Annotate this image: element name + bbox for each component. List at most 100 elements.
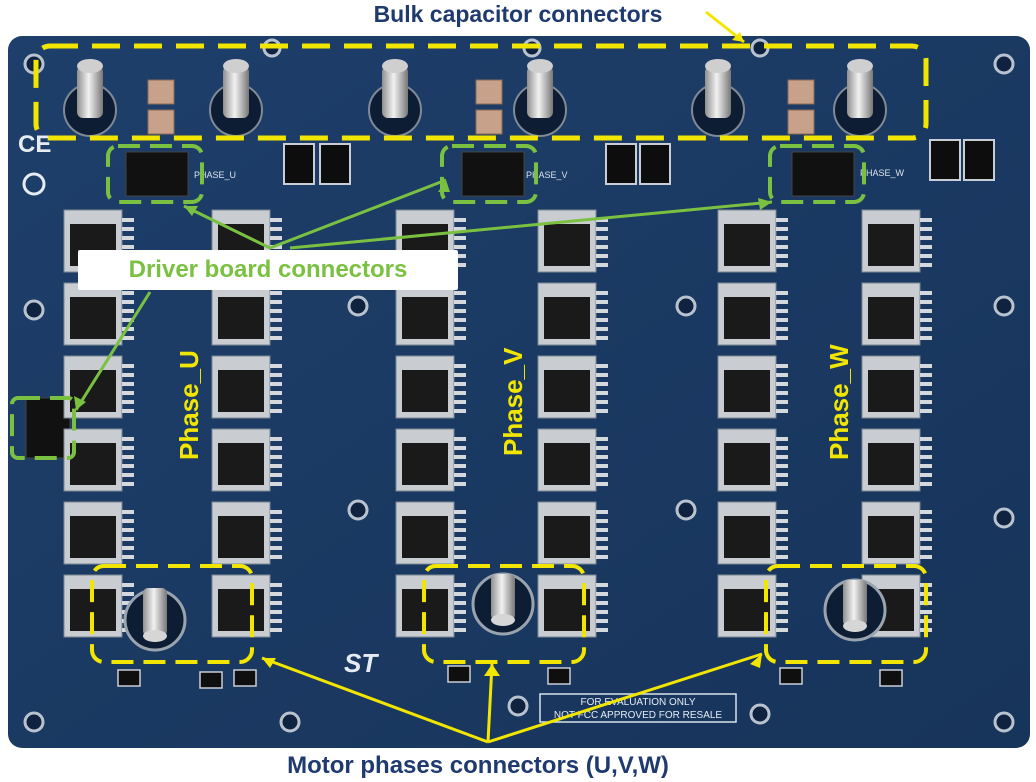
mosfet-pin bbox=[122, 391, 134, 395]
mosfet-pin bbox=[596, 592, 608, 596]
motor-arrowheads bbox=[262, 32, 762, 676]
mosfet-pin bbox=[270, 336, 282, 340]
mosfet-body bbox=[218, 443, 264, 485]
eval-notice-line2: NOT FCC APPROVED FOR RESALE bbox=[554, 710, 723, 721]
mosfet-pin bbox=[776, 628, 788, 632]
mosfet-pin bbox=[920, 555, 932, 559]
mosfet-pin bbox=[920, 519, 932, 523]
mosfet-body bbox=[70, 297, 116, 339]
mosfet-pin bbox=[776, 592, 788, 596]
silk-phase-u: PHASE_U bbox=[194, 170, 236, 180]
driver-headers bbox=[25, 151, 855, 459]
mosfet-pin bbox=[270, 446, 282, 450]
mosfet-pin bbox=[454, 309, 466, 313]
mosfet-pin bbox=[596, 519, 608, 523]
mosfet-pin bbox=[776, 546, 788, 550]
mosfet-pin bbox=[596, 437, 608, 441]
mosfet-pin bbox=[776, 364, 788, 368]
mosfet-pin bbox=[454, 619, 466, 623]
mosfet-pin bbox=[596, 382, 608, 386]
mosfet-pin bbox=[122, 473, 134, 477]
mosfet-pin bbox=[270, 610, 282, 614]
mosfet-pin bbox=[776, 555, 788, 559]
mosfet-pin bbox=[122, 601, 134, 605]
mosfet-pin bbox=[776, 300, 788, 304]
mosfet-pin bbox=[776, 583, 788, 587]
mosfet-pin bbox=[270, 291, 282, 295]
mosfet-pin bbox=[776, 409, 788, 413]
driver-w-highlight bbox=[768, 144, 866, 204]
mosfet-pin bbox=[270, 400, 282, 404]
mosfet-pin bbox=[122, 336, 134, 340]
mosfet-pin bbox=[776, 336, 788, 340]
mosfet-body bbox=[724, 370, 770, 412]
mosfet-pin bbox=[122, 519, 134, 523]
mosfet-pin bbox=[454, 455, 466, 459]
mosfet-pin bbox=[776, 391, 788, 395]
mosfet-pin bbox=[920, 236, 932, 240]
mosfet-body bbox=[868, 443, 914, 485]
mosfet-pin bbox=[454, 464, 466, 468]
mosfet-body bbox=[70, 443, 116, 485]
mosfet-pin bbox=[920, 318, 932, 322]
mosfet-body bbox=[218, 516, 264, 558]
mosfet-pin bbox=[454, 227, 466, 231]
mosfet-pin bbox=[454, 327, 466, 331]
mosfet-pin bbox=[454, 409, 466, 413]
mosfet-pin bbox=[920, 409, 932, 413]
mosfet-pin bbox=[920, 400, 932, 404]
mosfet-pin bbox=[596, 546, 608, 550]
mosfet-pin bbox=[596, 236, 608, 240]
bulk-capacitor-label: Bulk capacitor connectors bbox=[373, 1, 663, 27]
mosfet-pin bbox=[776, 263, 788, 267]
mosfet-pin bbox=[270, 583, 282, 587]
mosfet-pin bbox=[122, 400, 134, 404]
mosfet-pin bbox=[454, 382, 466, 386]
mosfet-pin bbox=[776, 464, 788, 468]
mosfet-pin bbox=[920, 327, 932, 331]
mosfet-pin bbox=[596, 537, 608, 541]
mosfet-pin bbox=[270, 409, 282, 413]
mosfet-pin bbox=[776, 473, 788, 477]
st-logo: ST bbox=[344, 648, 379, 678]
mosfet-pin bbox=[270, 464, 282, 468]
phase-w-label: Phase_W bbox=[824, 344, 854, 460]
mosfet-pin bbox=[920, 300, 932, 304]
bulk-capacitor-bolts bbox=[63, 59, 887, 137]
mosfet-body bbox=[868, 297, 914, 339]
mosfet-pin bbox=[596, 227, 608, 231]
mosfet-pin bbox=[920, 455, 932, 459]
mosfet-pin bbox=[920, 336, 932, 340]
driver-board-label: Driver board connectors bbox=[78, 250, 458, 290]
mosfet-pin bbox=[270, 473, 282, 477]
eval-notice-line1: FOR EVALUATION ONLY bbox=[580, 697, 695, 708]
mosfet-pin bbox=[270, 601, 282, 605]
mosfet-pin bbox=[920, 610, 932, 614]
mosfet-pin bbox=[454, 583, 466, 587]
mosfet-pin bbox=[596, 510, 608, 514]
mosfet-pin bbox=[776, 619, 788, 623]
motor-phases-label: Motor phases connectors (U,V,W) bbox=[287, 752, 669, 779]
mosfet-pin bbox=[776, 382, 788, 386]
mosfet-pin bbox=[454, 546, 466, 550]
mosfet-body bbox=[544, 443, 590, 485]
mosfet-pin bbox=[776, 373, 788, 377]
mosfet-pin bbox=[122, 583, 134, 587]
mosfet-body bbox=[218, 589, 264, 631]
mosfet-pin bbox=[270, 510, 282, 514]
mosfet-pin bbox=[920, 245, 932, 249]
mosfet-pin bbox=[596, 610, 608, 614]
mosfet-pin bbox=[454, 236, 466, 240]
mosfet-pin bbox=[270, 382, 282, 386]
mosfet-pin bbox=[454, 628, 466, 632]
mosfet-pin bbox=[776, 291, 788, 295]
mosfet-pin bbox=[122, 464, 134, 468]
mosfet-body bbox=[402, 297, 448, 339]
mosfet-pin bbox=[920, 528, 932, 532]
mosfet-body bbox=[402, 443, 448, 485]
mosfet-pin bbox=[454, 601, 466, 605]
mosfet-pin bbox=[454, 263, 466, 267]
driver-side-highlight bbox=[10, 396, 76, 460]
mosfet-pin bbox=[454, 537, 466, 541]
